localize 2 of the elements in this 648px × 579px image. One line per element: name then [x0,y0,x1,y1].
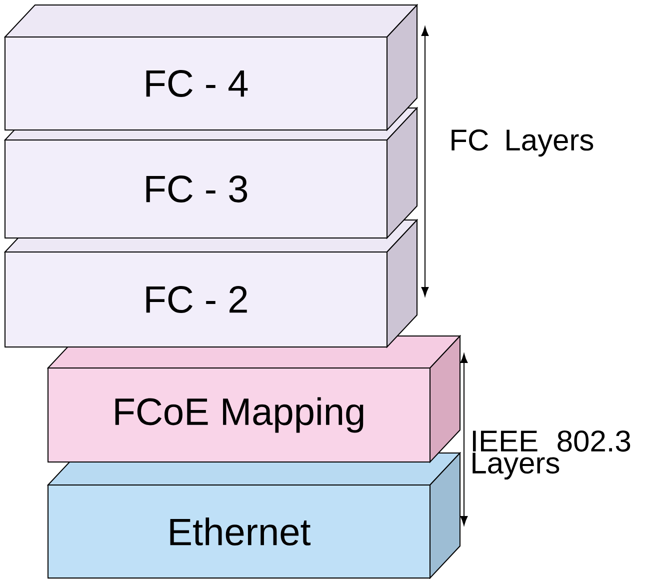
layer-label: FC Layers [452,129,594,157]
layer-label: IEEE 802.3 Layers [472,430,630,480]
